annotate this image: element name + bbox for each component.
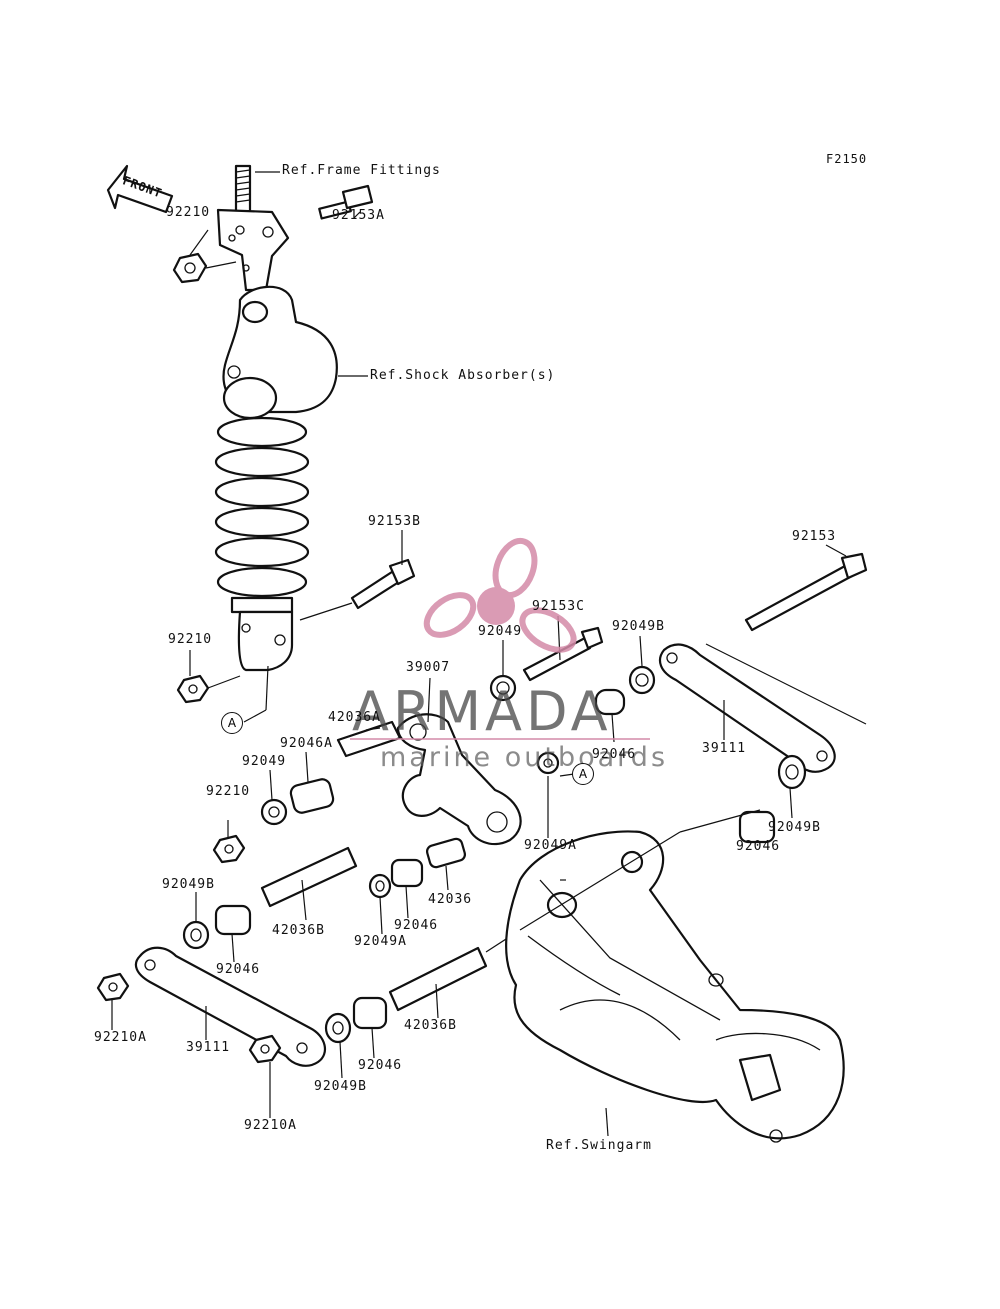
leader-lines — [111, 171, 847, 1137]
front-arrow-icon — [106, 164, 174, 214]
bearing-92046-top — [594, 688, 626, 716]
bearing-92046-left — [214, 904, 252, 936]
ref-swingarm: Ref.Swingarm — [546, 1138, 652, 1153]
frame-fitting-bracket — [216, 164, 290, 292]
part-label: 92210A — [244, 1118, 297, 1133]
part-label: 42036B — [404, 1018, 457, 1033]
part-label: 92046 — [736, 839, 781, 854]
bolt-92153b — [299, 558, 416, 621]
bolt-92153a — [318, 184, 374, 220]
part-label: 42036 — [428, 892, 473, 907]
washer-92049a-mid — [536, 751, 560, 775]
link-rod-39111-left — [134, 946, 327, 1067]
swingarm — [505, 809, 845, 1143]
part-label: 92049B — [162, 877, 215, 892]
part-label: 42036A — [328, 710, 381, 725]
part-label: 92049A — [524, 838, 577, 853]
collar-42036b-lower — [388, 929, 521, 1012]
part-label: 39007 — [406, 660, 451, 675]
part-label: 92153A — [332, 208, 385, 223]
part-label: 92210 — [166, 205, 211, 220]
nut-92210a-left — [96, 972, 130, 1002]
nut-92210-upper — [172, 252, 237, 284]
part-label: 92046A — [280, 736, 333, 751]
nut-92210-mid — [212, 834, 246, 864]
collar-42036b-upper — [260, 846, 358, 908]
bearing-92046-lower — [352, 996, 388, 1030]
watermark-tagline: marine outboards — [380, 742, 669, 773]
washer-92049b-left — [182, 920, 210, 950]
rocker-arm-39007 — [396, 713, 522, 846]
part-label: 92049 — [242, 754, 287, 769]
watermark-brand: ARMADA — [352, 680, 612, 743]
part-label: 92049A — [354, 934, 407, 949]
part-label: 92049 — [478, 624, 523, 639]
washer-92049b-farright — [777, 754, 807, 790]
part-label: 39111 — [702, 741, 747, 756]
link-rod-39111-right — [658, 643, 867, 773]
part-label: 92049B — [768, 820, 821, 835]
ref-frame-fittings: Ref.Frame Fittings — [282, 163, 441, 178]
part-label: 92049B — [612, 619, 665, 634]
nut-92210a-lower — [248, 1034, 282, 1064]
part-label: 92210 — [206, 784, 251, 799]
washer-92049b-right — [628, 665, 656, 695]
washer-92049b-lower — [324, 1012, 352, 1044]
shock-absorber — [214, 285, 338, 672]
part-label: 39111 — [186, 1040, 231, 1055]
washer-92049-top — [489, 674, 517, 702]
bolt-92153c — [522, 626, 604, 682]
bearing-92046a — [289, 778, 335, 814]
part-label: 92046 — [358, 1058, 403, 1073]
washer-92049a-low — [368, 873, 392, 899]
diagram-code: F2150 — [826, 152, 868, 166]
part-label: 92153C — [532, 599, 585, 614]
marker-a-right: A — [572, 763, 594, 785]
collar-42036 — [425, 837, 467, 869]
bearing-92046-mid — [390, 858, 424, 888]
ref-shock-absorber: Ref.Shock Absorber(s) — [370, 368, 556, 383]
bolt-92153 — [744, 552, 868, 632]
nut-92210-lower — [176, 674, 241, 704]
part-label: 92210A — [94, 1030, 147, 1045]
part-label: 92046 — [216, 962, 261, 977]
bearing-92046-right — [738, 810, 776, 844]
part-label: 92153 — [792, 529, 837, 544]
part-label: 92153B — [368, 514, 421, 529]
part-label: 92046 — [394, 918, 439, 933]
part-label: 92046 — [592, 747, 637, 762]
part-label: 92049B — [314, 1079, 367, 1094]
marker-a-left: A — [221, 712, 243, 734]
watermark-propeller-icon — [423, 537, 577, 653]
part-label: 42036B — [272, 923, 325, 938]
part-label: 92210 — [168, 632, 213, 647]
washer-92049-left — [260, 798, 288, 826]
